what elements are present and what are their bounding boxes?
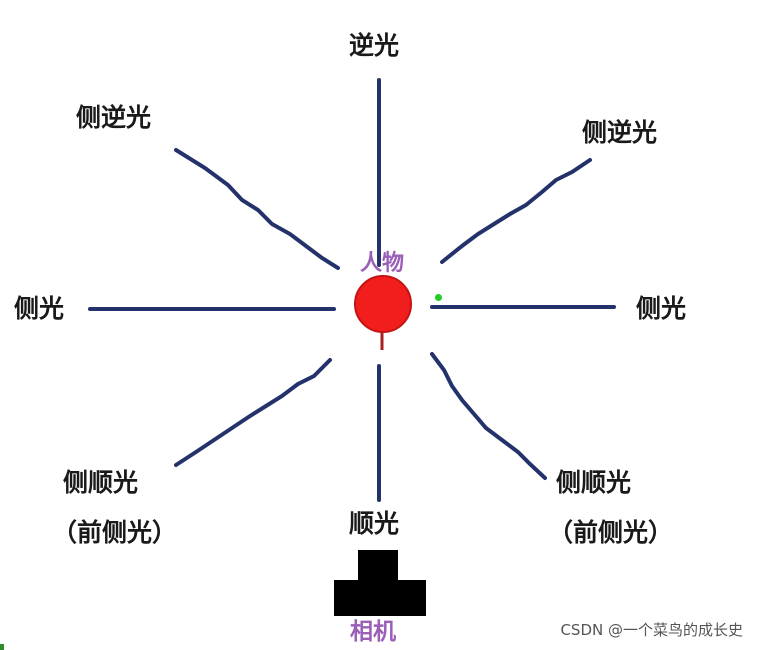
- camera-icon: [334, 550, 426, 616]
- line-side-front-left: [174, 358, 332, 467]
- label-side-front-right: 侧顺光: [556, 468, 632, 497]
- subject-circle-icon: [354, 275, 412, 333]
- line-side-front-right: [430, 352, 547, 480]
- green-dot-icon: [435, 294, 442, 301]
- label-side-front-left: 侧顺光: [63, 468, 139, 497]
- label-side-back-right: 侧逆光: [582, 118, 658, 147]
- label-side-right: 侧光: [636, 294, 687, 323]
- corner-mark-icon: [0, 644, 4, 650]
- label-side-left: 侧光: [14, 294, 65, 323]
- label-side-back-left: 侧逆光: [76, 103, 152, 132]
- label-back-light: 逆光: [349, 31, 400, 60]
- line-side-back-left: [174, 148, 340, 270]
- watermark: CSDN @一个菜鸟的成长史: [560, 621, 743, 639]
- label-side-front-right-sub: （前侧光）: [548, 518, 674, 547]
- label-front-light: 顺光: [349, 509, 400, 538]
- label-camera: 相机: [350, 619, 396, 645]
- label-subject: 人物: [360, 251, 405, 276]
- label-side-front-left-sub: （前侧光）: [52, 518, 178, 547]
- line-side-back-right: [440, 158, 592, 264]
